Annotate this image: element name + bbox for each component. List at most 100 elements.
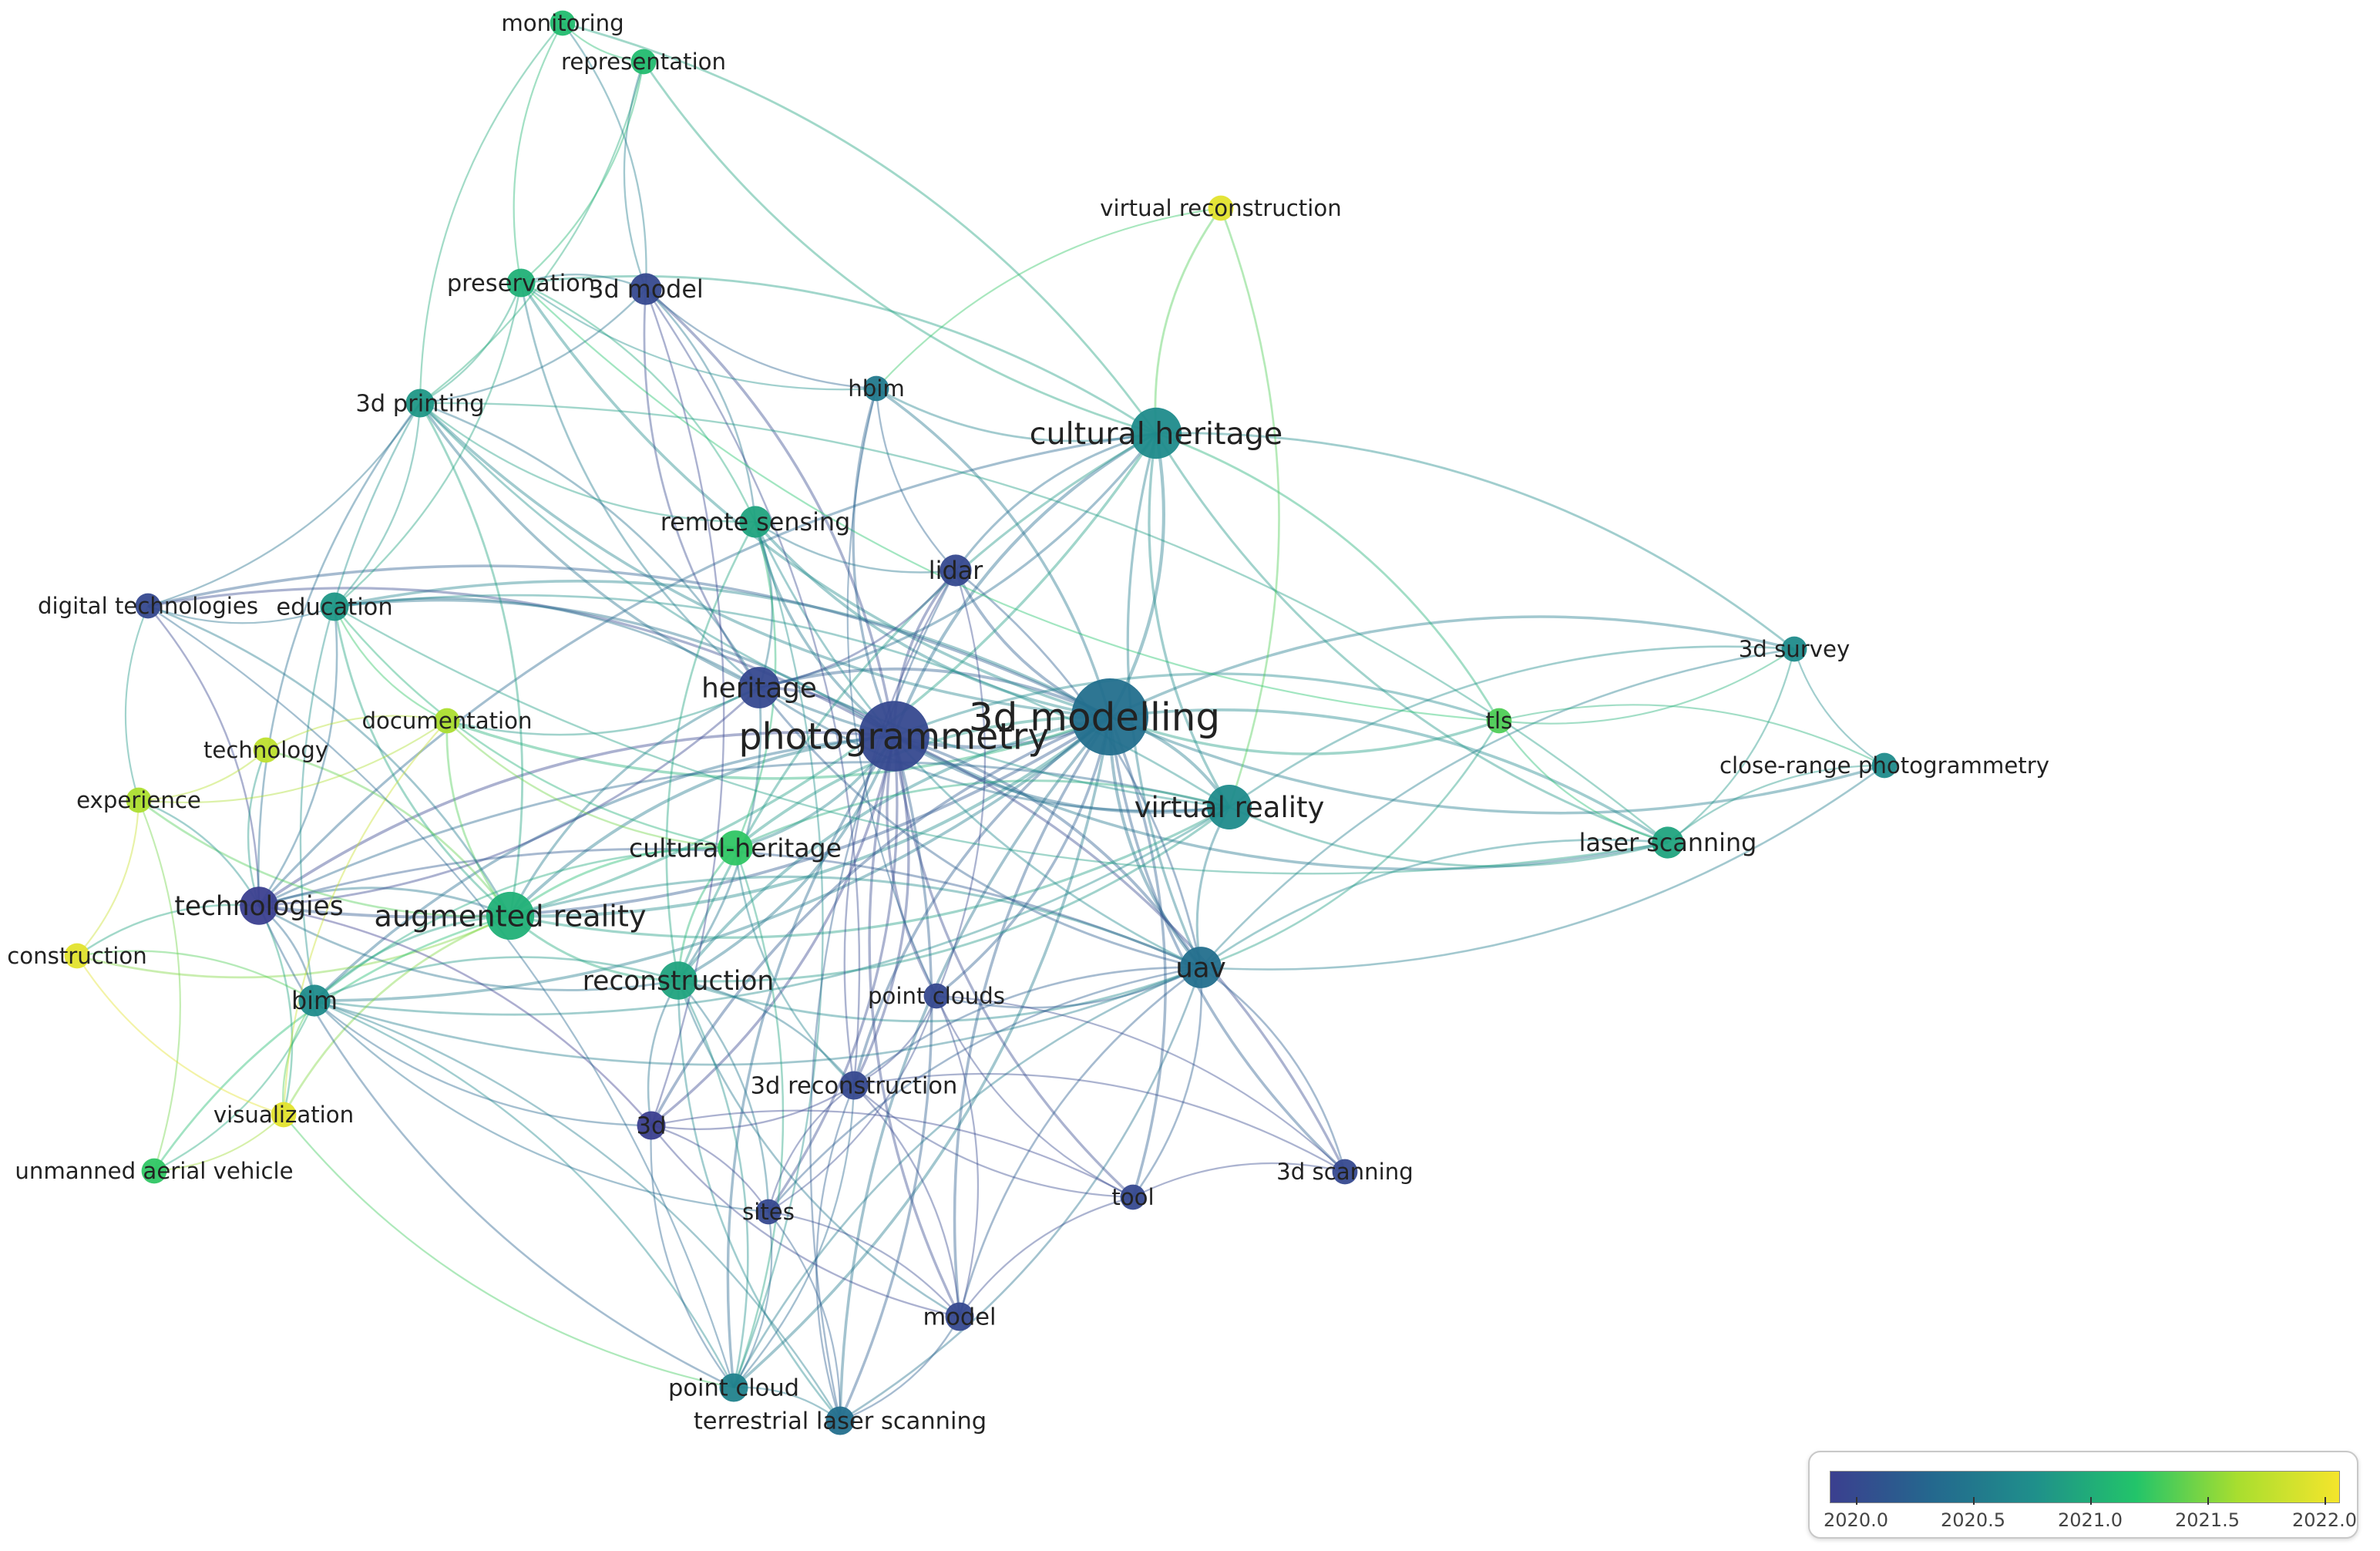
network-edge	[893, 672, 1500, 738]
network-edge	[892, 432, 1157, 737]
node-label: documentation	[361, 708, 532, 734]
network-edge	[334, 598, 895, 738]
network-node[interactable]	[1486, 708, 1512, 734]
network-node[interactable]	[1071, 678, 1148, 755]
network-node[interactable]	[320, 592, 349, 621]
network-edge	[314, 956, 679, 1002]
network-edge	[314, 1000, 652, 1127]
network-node[interactable]	[1120, 1184, 1146, 1210]
node-layer	[64, 10, 1898, 1435]
network-edge	[1109, 708, 1669, 844]
node-label: photogrammetry	[739, 716, 1050, 759]
network-node[interactable]	[1652, 826, 1684, 859]
node-label: technologies	[174, 891, 343, 922]
network-node[interactable]	[630, 273, 662, 305]
network-edge	[936, 966, 1202, 1009]
network-edge	[257, 402, 422, 907]
network-node[interactable]	[1208, 195, 1234, 221]
network-node[interactable]	[405, 389, 435, 418]
network-node[interactable]	[253, 737, 279, 763]
network-edge	[650, 715, 1111, 1126]
network-edge	[1219, 207, 1280, 808]
network-edge	[138, 799, 261, 907]
network-edge	[147, 402, 421, 607]
network-edge	[314, 914, 511, 1002]
network-node[interactable]	[755, 1199, 782, 1225]
network-edge	[419, 402, 1669, 843]
network-node[interactable]	[738, 667, 780, 708]
network-node[interactable]	[1871, 752, 1898, 779]
network-edge	[124, 605, 150, 801]
network-edge	[334, 597, 760, 689]
node-label: terrestrial laser scanning	[694, 1408, 987, 1435]
network-edge	[1200, 720, 1501, 969]
network-edge	[1229, 645, 1795, 809]
network-edge	[1154, 207, 1222, 434]
network-node[interactable]	[637, 1111, 666, 1140]
network-edge	[334, 282, 523, 607]
network-edge	[936, 995, 1134, 1198]
network-edge	[758, 667, 1111, 718]
network-edge	[138, 720, 448, 804]
node-label: 3d printing	[355, 391, 484, 418]
network-edge	[677, 980, 770, 1213]
network-node[interactable]	[141, 1158, 167, 1184]
network-node[interactable]	[719, 1373, 748, 1402]
network-node[interactable]	[64, 943, 90, 969]
network-edge	[732, 716, 1111, 1389]
node-label: heritage	[701, 672, 817, 704]
network-node[interactable]	[434, 708, 460, 734]
network-node[interactable]	[550, 10, 576, 36]
network-node[interactable]	[1130, 407, 1182, 459]
network-edge	[147, 604, 512, 917]
network-node[interactable]	[486, 891, 535, 940]
node-label: laser scanning	[1579, 829, 1757, 857]
network-node[interactable]	[659, 961, 698, 1000]
network-edge	[334, 402, 422, 607]
network-node[interactable]	[135, 593, 161, 619]
legend-tick-label: 2020.5	[1941, 1509, 2005, 1531]
network-node[interactable]	[1180, 947, 1222, 988]
network-edge	[520, 282, 877, 391]
network-node[interactable]	[718, 830, 753, 866]
network-edge	[768, 966, 1202, 1213]
network-node[interactable]	[825, 1406, 855, 1435]
network-node[interactable]	[630, 49, 657, 75]
network-node[interactable]	[240, 887, 278, 925]
network-node[interactable]	[506, 268, 536, 298]
node-label: virtual reconstruction	[1100, 195, 1341, 221]
network-edge	[892, 735, 1135, 1199]
network-node[interactable]	[945, 1302, 974, 1331]
network-edge	[758, 570, 957, 689]
network-node[interactable]	[271, 1102, 297, 1128]
network-edge	[509, 875, 1202, 969]
network-edge	[334, 580, 1111, 718]
network-node[interactable]	[126, 787, 152, 813]
network-edge	[893, 735, 1346, 1173]
node-label: lidar	[929, 557, 983, 585]
network-node[interactable]	[1332, 1159, 1358, 1185]
network-node[interactable]	[739, 506, 771, 538]
network-node[interactable]	[940, 554, 972, 587]
network-edge	[138, 799, 511, 918]
network-edge	[734, 847, 855, 1086]
network-node[interactable]	[839, 1071, 869, 1100]
network-edge	[419, 402, 1230, 809]
network-edge	[642, 61, 1157, 435]
network-node[interactable]	[1781, 636, 1807, 662]
network-node[interactable]	[859, 701, 929, 772]
network-node[interactable]	[1207, 785, 1252, 829]
node-label: cultural heritage	[1030, 416, 1283, 452]
network-node[interactable]	[863, 375, 889, 402]
network-node[interactable]	[923, 983, 950, 1009]
network-edge	[509, 735, 895, 917]
network-edge	[257, 905, 294, 1115]
network-edge	[509, 686, 760, 917]
network-edge	[768, 1210, 960, 1317]
node-label: tls	[1486, 708, 1513, 734]
network-node[interactable]	[298, 984, 331, 1017]
network-edge	[137, 799, 181, 1172]
network-edge	[853, 1085, 1134, 1199]
legend-tick-label: 2022.0	[2292, 1509, 2357, 1531]
